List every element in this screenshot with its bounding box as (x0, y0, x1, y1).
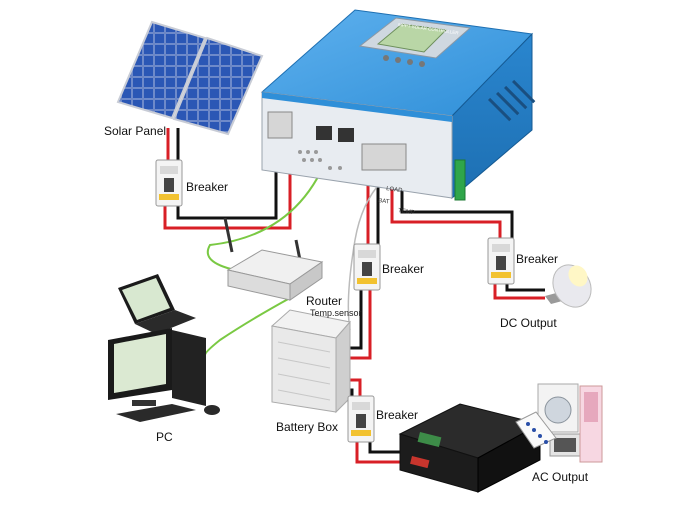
label-breaker-solar: Breaker (186, 180, 229, 194)
breaker-icon (155, 159, 183, 207)
label-breaker-battery: Breaker (382, 262, 425, 276)
label-breaker-dc: Breaker (516, 252, 559, 266)
label-dc-output: DC Output (500, 316, 557, 330)
label-pc: PC (156, 430, 173, 444)
label-ac-output: AC Output (532, 470, 589, 484)
breaker-icon (487, 237, 515, 285)
port-label-temp: TEMP (398, 208, 415, 216)
solar-panel-icon (116, 20, 264, 136)
desktop-pc-icon (108, 328, 220, 422)
router-icon (223, 217, 324, 301)
label-breaker-inverter: Breaker (376, 408, 419, 422)
light-bulb-icon (545, 264, 592, 308)
breaker-icon (353, 243, 381, 291)
port-label-bat: BAT (378, 198, 390, 206)
battery-box-icon (270, 309, 351, 414)
appliances-icon (515, 383, 603, 463)
port-label-load: LOAD (386, 186, 404, 194)
label-temp-sensor: Temp.sensor (310, 308, 362, 318)
label-solar-panel: Solar Panel (104, 124, 167, 138)
breaker-icon (347, 395, 375, 443)
label-battery-box: Battery Box (276, 420, 339, 434)
inverter-icon (398, 403, 542, 493)
label-router: Router (306, 294, 343, 308)
laptop-icon (118, 274, 196, 334)
controller-icon (260, 9, 536, 201)
